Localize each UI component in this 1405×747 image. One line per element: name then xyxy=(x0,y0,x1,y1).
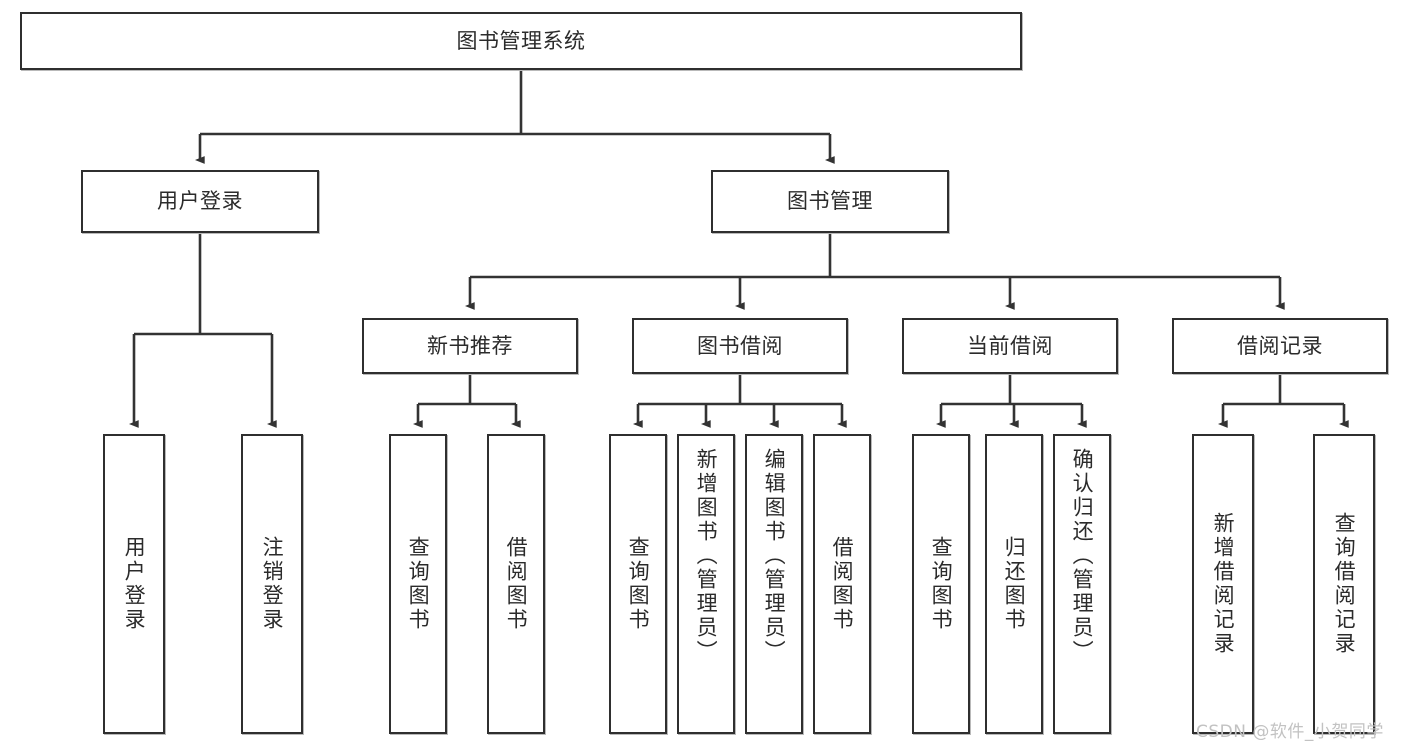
node-leaf-borrow-book-label: 借阅图书 xyxy=(830,536,855,632)
node-book-borrow[interactable]: 图书借阅 xyxy=(632,318,848,374)
node-leaf-query-book-borrow-label: 查询图书 xyxy=(626,536,651,632)
node-current-borrow-label: 当前借阅 xyxy=(967,333,1053,358)
node-new-book-recommend[interactable]: 新书推荐 xyxy=(362,318,578,374)
node-leaf-edit-book-label: 编辑图书（管理员） xyxy=(762,448,787,664)
node-leaf-add-borrow-record-label: 新增借阅记录 xyxy=(1211,512,1236,656)
node-borrow-records[interactable]: 借阅记录 xyxy=(1172,318,1388,374)
node-leaf-borrow-book[interactable]: 借阅图书 xyxy=(813,434,871,734)
node-leaf-logout[interactable]: 注销登录 xyxy=(241,434,303,734)
node-leaf-logout-label: 注销登录 xyxy=(260,536,285,632)
node-book-borrow-label: 图书借阅 xyxy=(697,333,783,358)
node-root-label: 图书管理系统 xyxy=(456,28,586,53)
node-leaf-query-borrow-record-label: 查询借阅记录 xyxy=(1332,512,1357,656)
node-leaf-user-login[interactable]: 用户登录 xyxy=(103,434,165,734)
node-leaf-return-book-label: 归还图书 xyxy=(1002,536,1027,632)
node-book-manage-label: 图书管理 xyxy=(787,189,873,214)
node-book-manage[interactable]: 图书管理 xyxy=(711,170,949,233)
node-leaf-borrow-book-recommend[interactable]: 借阅图书 xyxy=(487,434,545,734)
node-leaf-query-borrow-record[interactable]: 查询借阅记录 xyxy=(1313,434,1375,734)
node-leaf-confirm-return-label: 确认归还（管理员） xyxy=(1070,448,1095,664)
node-leaf-borrow-book-recommend-label: 借阅图书 xyxy=(504,536,529,632)
node-borrow-records-label: 借阅记录 xyxy=(1237,333,1323,358)
node-new-book-recommend-label: 新书推荐 xyxy=(427,333,513,358)
node-user-login-label: 用户登录 xyxy=(157,189,243,214)
node-leaf-user-login-label: 用户登录 xyxy=(122,536,147,632)
watermark-text: CSDN @软件_小贺同学 xyxy=(1196,722,1384,742)
node-leaf-query-book-recommend-label: 查询图书 xyxy=(406,536,431,632)
node-leaf-add-book-label: 新增图书（管理员） xyxy=(694,448,719,664)
node-leaf-add-book[interactable]: 新增图书（管理员） xyxy=(677,434,735,734)
node-leaf-edit-book[interactable]: 编辑图书（管理员） xyxy=(745,434,803,734)
node-leaf-confirm-return[interactable]: 确认归还（管理员） xyxy=(1053,434,1111,734)
node-root[interactable]: 图书管理系统 xyxy=(20,12,1022,70)
node-leaf-return-book[interactable]: 归还图书 xyxy=(985,434,1043,734)
node-current-borrow[interactable]: 当前借阅 xyxy=(902,318,1118,374)
node-leaf-query-book-borrow[interactable]: 查询图书 xyxy=(609,434,667,734)
node-leaf-query-book-current[interactable]: 查询图书 xyxy=(912,434,970,734)
node-user-login[interactable]: 用户登录 xyxy=(81,170,319,233)
node-leaf-query-book-current-label: 查询图书 xyxy=(929,536,954,632)
node-leaf-query-book-recommend[interactable]: 查询图书 xyxy=(389,434,447,734)
node-leaf-add-borrow-record[interactable]: 新增借阅记录 xyxy=(1192,434,1254,734)
